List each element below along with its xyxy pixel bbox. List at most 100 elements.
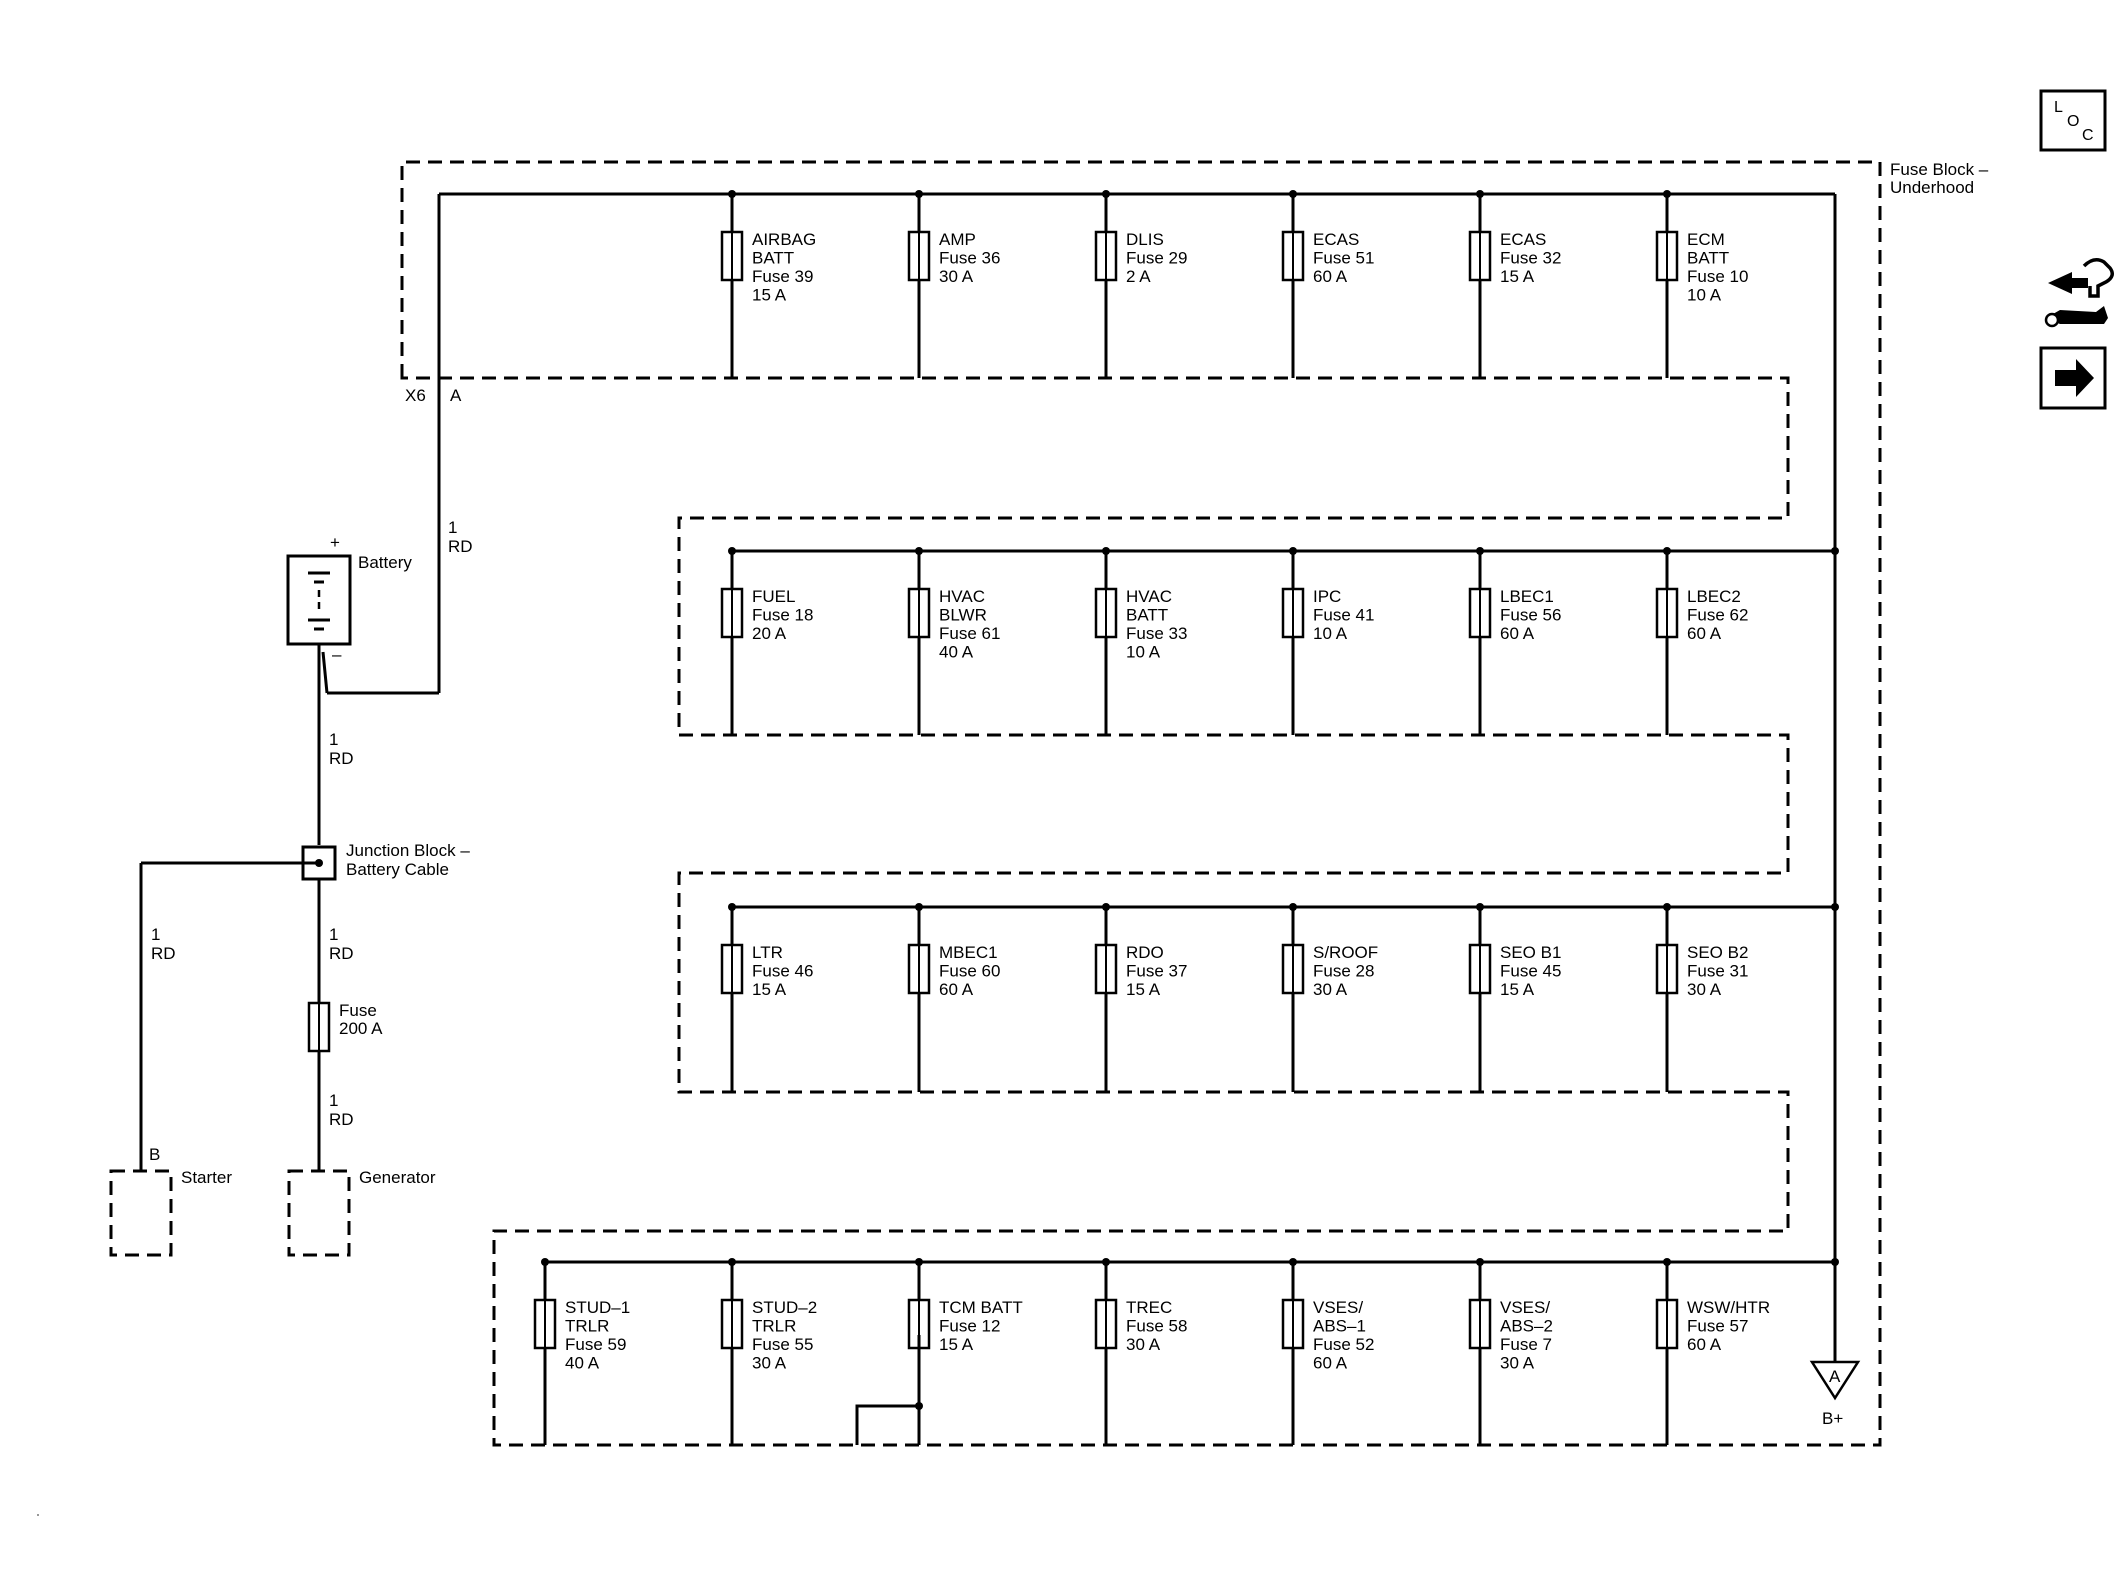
fuse-label-line: 15 A [752, 980, 787, 999]
starter-label: Starter [181, 1168, 232, 1187]
fuse-label-line: 10 A [1313, 624, 1348, 643]
fuse-label-line: WSW/HTR [1687, 1298, 1770, 1317]
fuse-label-line: VSES/ [1313, 1298, 1363, 1317]
fuse-label-line: Fuse 46 [752, 962, 813, 981]
main-fuse-line1: Fuse [339, 1001, 377, 1020]
fuse-label-line: BATT [752, 249, 794, 268]
fuse-label-line: SEO B1 [1500, 943, 1561, 962]
fuse-label-line: 60 A [1313, 1354, 1348, 1373]
fuse-label-line: Fuse 32 [1500, 249, 1561, 268]
fuse-label-line: DLIS [1126, 230, 1164, 249]
bus-wires [439, 192, 1839, 1362]
fuse-label-line: 30 A [1500, 1354, 1535, 1373]
fuse-label-line: ECAS [1313, 230, 1359, 249]
bplus-reference: A B+ [1809, 1360, 1861, 1428]
scan-speck [37, 1514, 39, 1516]
fuse-label-line: STUD–2 [752, 1298, 817, 1317]
bplus-label: B+ [1822, 1409, 1843, 1428]
fuse-label-line: RDO [1126, 943, 1164, 962]
fuse-label-line: Fuse 37 [1126, 962, 1187, 981]
fuse-label-line: 15 A [1126, 980, 1161, 999]
fuse-label-line: 10 A [1126, 643, 1161, 662]
fuse-label-line: 40 A [939, 643, 974, 662]
fuse-label-line: Fuse 52 [1313, 1335, 1374, 1354]
fuse-label-line: Fuse 12 [939, 1317, 1000, 1336]
fuse-label-line: 15 A [1500, 267, 1535, 286]
fuse-label-line: Fuse 31 [1687, 962, 1748, 981]
fuse-label-line: Fuse 58 [1126, 1317, 1187, 1336]
starter-pin: B [149, 1145, 160, 1164]
wire-color-label: RD [329, 1110, 354, 1129]
loc-o-letter: O [2067, 113, 2079, 130]
fuse-label-line: Fuse 62 [1687, 606, 1748, 625]
wire-color-label: RD [448, 537, 473, 556]
bplus-letter: A [1829, 1367, 1841, 1386]
fuse-label-line: 60 A [939, 980, 974, 999]
fuse-label-line: 15 A [939, 1335, 974, 1354]
fuse-label-line: 30 A [752, 1354, 787, 1373]
battery-label: Battery [358, 553, 412, 572]
fuse-block-outline [400, 160, 1882, 1447]
generator-label: Generator [359, 1168, 436, 1187]
fuse-label-line: 20 A [752, 624, 787, 643]
starter-component [109, 1169, 173, 1257]
fuse-block-name-line1: Fuse Block – [1890, 160, 1989, 179]
fuse-label-line: MBEC1 [939, 943, 998, 962]
battery-minus: – [332, 645, 342, 664]
fuse-label-line: TREC [1126, 1298, 1172, 1317]
fuse-label-line: AMP [939, 230, 976, 249]
wire-color-label: RD [329, 944, 354, 963]
wire-gauge-label: 1 [329, 925, 338, 944]
diagnostic-tool-icon[interactable] [2044, 258, 2114, 328]
wire-gauge-label: 1 [448, 518, 457, 537]
fuse-label-line: STUD–1 [565, 1298, 630, 1317]
fuse-label-line: ECM [1687, 230, 1725, 249]
fuse-label-line: VSES/ [1500, 1298, 1550, 1317]
wire-color-label: RD [329, 749, 354, 768]
fuse-label-line: Fuse 61 [939, 624, 1000, 643]
fuse-label-line: S/ROOF [1313, 943, 1378, 962]
fuse-label-line: Fuse 7 [1500, 1335, 1552, 1354]
fuse-label-line: AIRBAG [752, 230, 816, 249]
arrow-right-icon[interactable] [2039, 346, 2107, 410]
fuse-label-line: 15 A [1500, 980, 1535, 999]
fuse-label-line: Fuse 28 [1313, 962, 1374, 981]
feed-wire [321, 194, 441, 695]
loc-icon[interactable]: L O C [2039, 89, 2107, 152]
fuse-label-line: Fuse 59 [565, 1335, 626, 1354]
fuse-label-line: 30 A [939, 267, 974, 286]
fuse-label-line: FUEL [752, 587, 795, 606]
fuse-label-line: SEO B2 [1687, 943, 1748, 962]
wire-gauge-label: 1 [151, 925, 160, 944]
fuse-label-line: 60 A [1500, 624, 1535, 643]
fuse-label-line: Fuse 18 [752, 606, 813, 625]
loc-c-letter: C [2082, 127, 2094, 144]
fuse-label-line: IPC [1313, 587, 1341, 606]
fuse-label-line: TRLR [565, 1317, 609, 1336]
fuse-label-line: TCM BATT [939, 1298, 1023, 1317]
fuse-label-line: LBEC2 [1687, 587, 1741, 606]
fuse-label-line: HVAC [939, 587, 985, 606]
fuse-label-line: 60 A [1313, 267, 1348, 286]
fuse-label-line: ABS–2 [1500, 1317, 1553, 1336]
fuse-label-line: BATT [1126, 606, 1168, 625]
